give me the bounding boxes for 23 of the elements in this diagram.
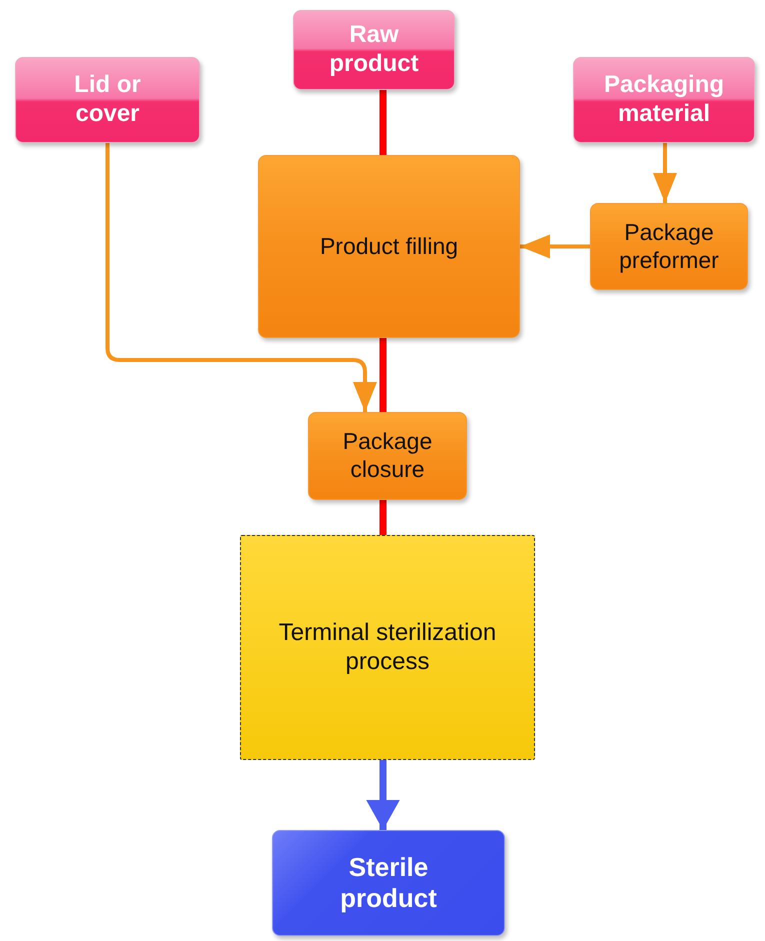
arrow (366, 760, 400, 830)
arrow (653, 143, 677, 203)
dashed-process-box (240, 535, 535, 760)
node-label: Product filling (320, 232, 458, 260)
node-label: Package preformer (618, 218, 720, 274)
node-label: Lid or cover (73, 71, 142, 129)
node-label: Raw product (328, 21, 420, 79)
arrow (106, 143, 377, 412)
input-box (573, 57, 755, 143)
node-label: Package closure (342, 428, 434, 484)
connector-line (380, 500, 386, 535)
node-label: Terminal sterilization process (278, 618, 498, 676)
process-box (258, 155, 520, 338)
output-box (272, 830, 505, 936)
process-box (308, 412, 467, 500)
connector-line (380, 90, 386, 155)
input-box (15, 57, 200, 143)
connector-line (380, 338, 386, 412)
node-label: Packaging material (602, 71, 726, 129)
arrow (520, 234, 590, 258)
input-box (293, 10, 455, 90)
node-label: Sterile product (339, 852, 438, 914)
process-box (590, 203, 748, 290)
